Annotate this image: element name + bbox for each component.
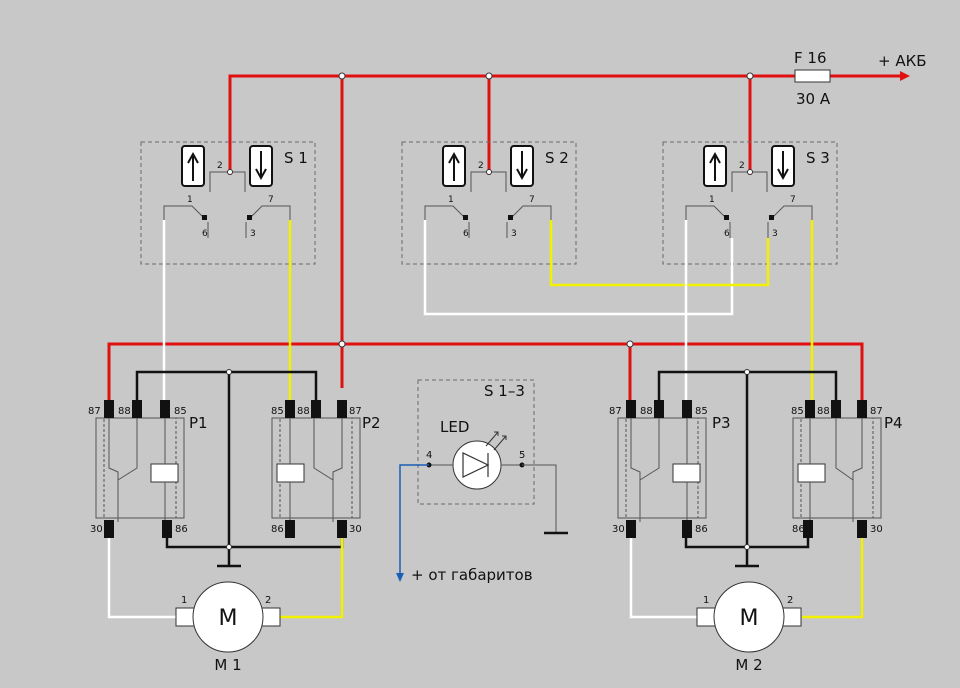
- marker-feed-label: + от габаритов: [411, 566, 533, 584]
- motor-m1: M 1 2 M 1: [175, 581, 281, 674]
- svg-text:6: 6: [463, 229, 469, 239]
- fuse-rating: 30 A: [796, 90, 831, 108]
- svg-text:87: 87: [609, 406, 622, 417]
- fuse-f16: F 16 30 A: [794, 49, 831, 108]
- relay-p1: 87 88 85 30 86 P1: [88, 400, 208, 538]
- arrow-down-icon: [777, 151, 789, 181]
- switch-s1: 1 2 6 3 7 S 1: [140, 141, 316, 265]
- svg-text:2: 2: [217, 161, 223, 171]
- svg-text:1: 1: [448, 195, 454, 205]
- motor-m2: M 1 2 M 2: [696, 581, 802, 674]
- led-icon: [462, 452, 490, 478]
- svg-text:30: 30: [90, 524, 103, 535]
- svg-text:86: 86: [695, 524, 708, 535]
- svg-text:1: 1: [187, 195, 193, 205]
- svg-text:3: 3: [250, 229, 256, 239]
- svg-text:1: 1: [703, 595, 709, 606]
- svg-text:88: 88: [640, 406, 653, 417]
- svg-text:7: 7: [790, 195, 796, 205]
- relay-name: P1: [189, 414, 208, 432]
- relay-p3: 87 88 85 30 86 P3: [609, 400, 731, 538]
- svg-text:30: 30: [870, 524, 883, 535]
- svg-text:86: 86: [271, 524, 284, 535]
- switch-name: S 2: [545, 149, 569, 167]
- svg-text:7: 7: [529, 195, 535, 205]
- relay-p4: 85 88 87 86 30 P4: [791, 400, 903, 538]
- svg-text:4: 4: [426, 450, 432, 461]
- svg-text:2: 2: [265, 595, 271, 606]
- relay-name: P3: [712, 414, 731, 432]
- arrow-up-icon: [709, 151, 721, 181]
- svg-text:87: 87: [88, 406, 101, 417]
- relay-name: P2: [362, 414, 381, 432]
- indicator-s1-3: S 1–3 LED 4 5 + от габаритов: [396, 379, 568, 584]
- svg-text:88: 88: [118, 406, 131, 417]
- motor-symbol: M: [219, 606, 238, 631]
- svg-text:1: 1: [181, 595, 187, 606]
- switch-name: S 1: [284, 149, 308, 167]
- arrow-down-icon: [255, 151, 267, 181]
- motor-symbol: M: [740, 606, 759, 631]
- fuse-name: F 16: [794, 49, 826, 67]
- svg-text:88: 88: [817, 406, 830, 417]
- svg-text:5: 5: [519, 450, 525, 461]
- arrow-down-icon: [516, 151, 528, 181]
- switch-s2: 1 2 6 3 7 S 2: [401, 141, 577, 265]
- control-wires: [162, 220, 814, 400]
- svg-text:85: 85: [695, 406, 708, 417]
- svg-text:86: 86: [175, 524, 188, 535]
- svg-text:2: 2: [787, 595, 793, 606]
- svg-text:6: 6: [724, 229, 730, 239]
- svg-text:3: 3: [772, 229, 778, 239]
- svg-text:85: 85: [174, 406, 187, 417]
- motor-name: M 1: [214, 656, 241, 674]
- svg-text:2: 2: [739, 161, 745, 171]
- svg-text:88: 88: [297, 406, 310, 417]
- svg-text:85: 85: [791, 406, 804, 417]
- svg-text:30: 30: [612, 524, 625, 535]
- supply-bus: [107, 71, 910, 400]
- svg-text:86: 86: [792, 524, 805, 535]
- svg-text:87: 87: [349, 406, 362, 417]
- relay-p2: 85 88 87 86 30 P2: [271, 400, 381, 538]
- motor-wires: [107, 538, 864, 619]
- svg-text:1: 1: [709, 195, 715, 205]
- svg-text:7: 7: [268, 195, 274, 205]
- relay-name: P4: [884, 414, 903, 432]
- motor-name: M 2: [735, 656, 762, 674]
- svg-text:87: 87: [870, 406, 883, 417]
- svg-text:30: 30: [349, 524, 362, 535]
- svg-text:2: 2: [478, 161, 484, 171]
- arrow-up-icon: [448, 151, 460, 181]
- led-label: LED: [440, 418, 469, 436]
- switch-name: S 3: [806, 149, 830, 167]
- arrow-up-icon: [187, 151, 199, 181]
- svg-text:3: 3: [511, 229, 517, 239]
- indicator-name: S 1–3: [484, 382, 525, 400]
- supply-label: + АКБ: [878, 52, 927, 70]
- svg-text:6: 6: [202, 229, 208, 239]
- svg-text:85: 85: [271, 406, 284, 417]
- switch-s3: 1 2 6 3 7 S 3: [662, 141, 838, 265]
